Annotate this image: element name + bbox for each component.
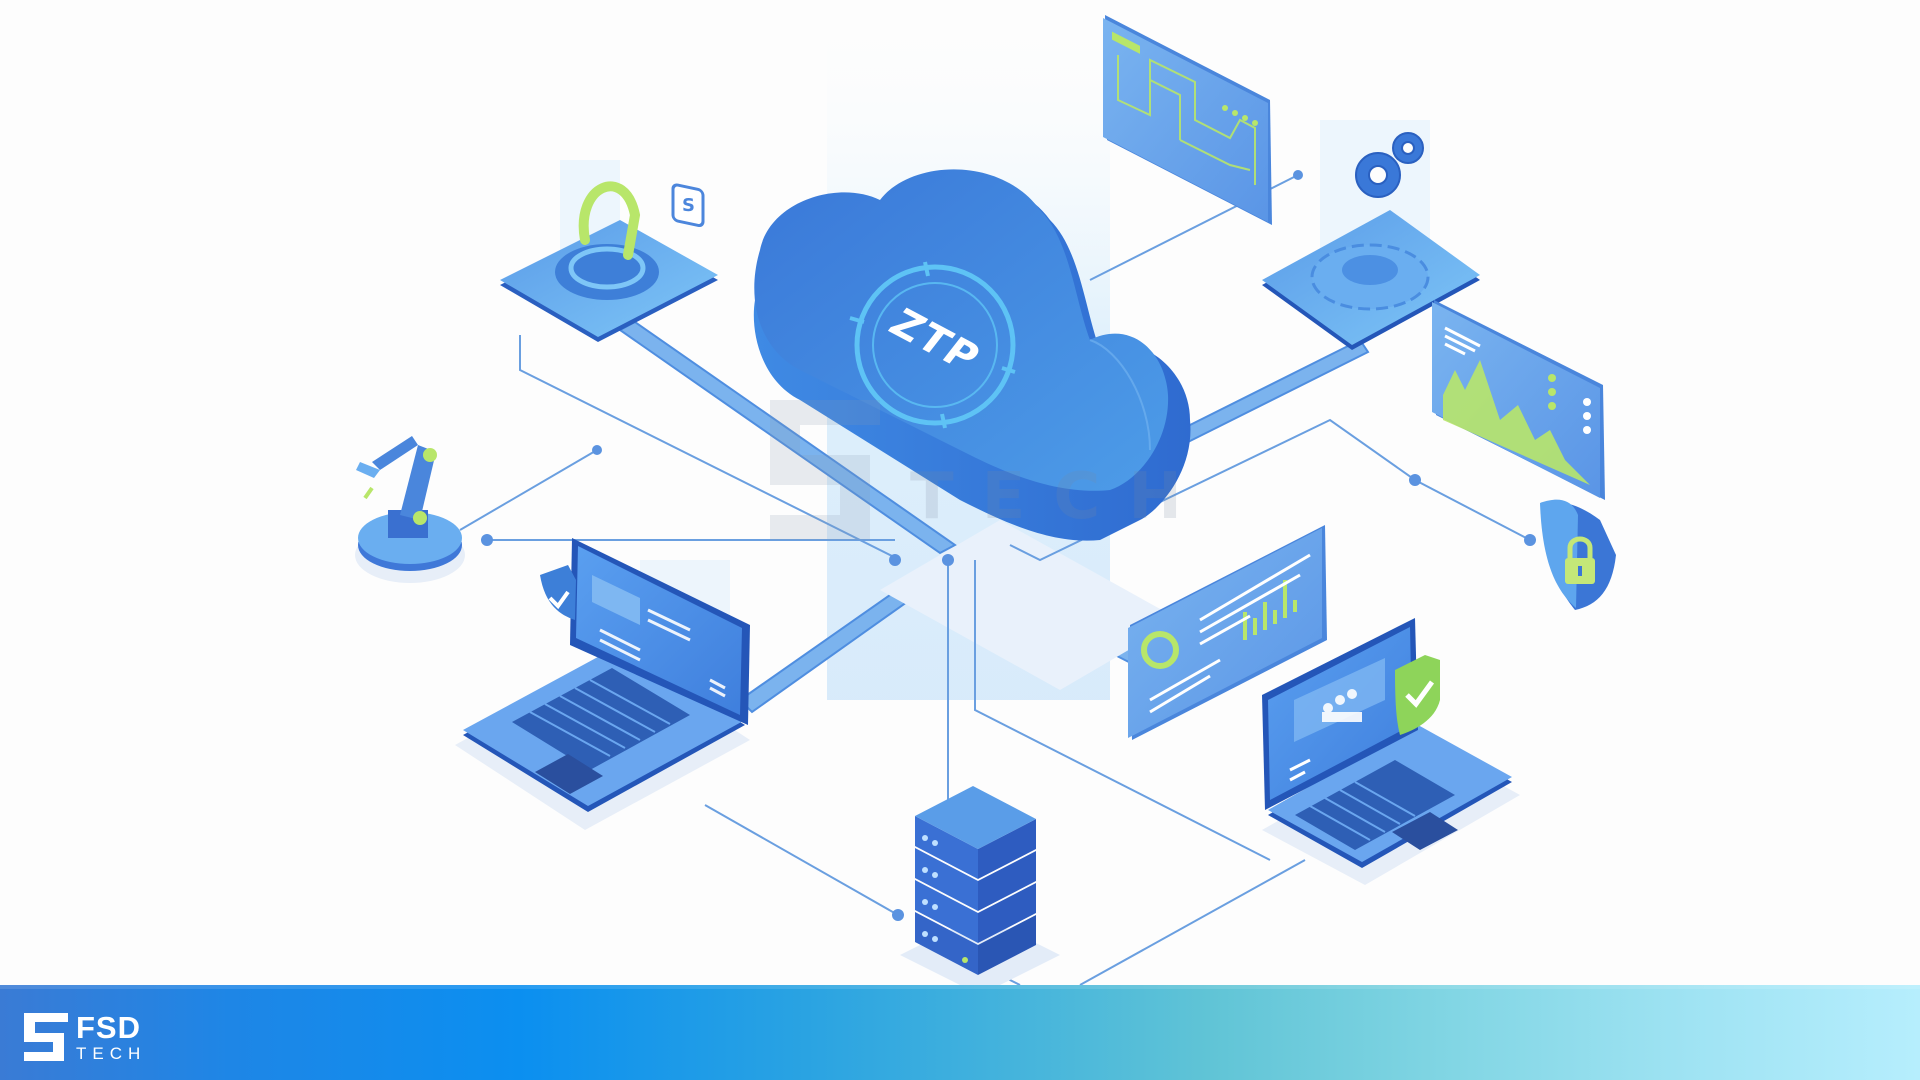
laptop-icon <box>455 538 750 830</box>
cloud-icon <box>753 169 1191 541</box>
refresh-sync-icon: S <box>671 183 705 228</box>
server-icon <box>900 786 1060 985</box>
svg-text:S: S <box>682 195 695 216</box>
gears-icon <box>1355 132 1424 198</box>
brand-footer-bar: FSD TECH <box>0 985 1920 1080</box>
fsd-tech-logo: FSD TECH <box>24 1012 146 1062</box>
area-chart-icon <box>1432 300 1605 500</box>
power-tile <box>500 181 718 342</box>
logo-primary-text: FSD <box>76 1010 141 1045</box>
robotic-arm-icon <box>355 436 465 583</box>
gear-icon <box>1262 210 1480 350</box>
laptop-icon <box>1262 618 1520 885</box>
illustration-stage: S <box>355 0 1616 985</box>
logo-secondary-text: TECH <box>76 1044 147 1063</box>
ztp-network-illustration: S <box>355 0 1616 985</box>
circuit-diagram-icon <box>1103 15 1272 225</box>
bar-chart-icon <box>1128 525 1327 740</box>
fsd-logo-icon <box>24 1013 68 1061</box>
shield-lock-icon <box>1540 499 1616 610</box>
footer-divider <box>0 985 1920 989</box>
